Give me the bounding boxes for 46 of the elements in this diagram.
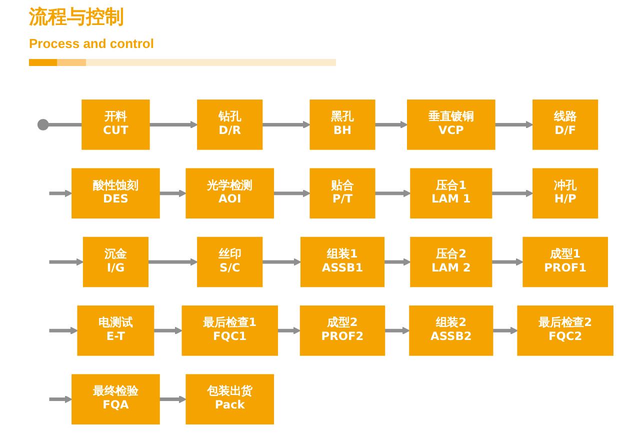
process-step: 冲孔 H/P xyxy=(532,168,598,218)
arrow xyxy=(159,190,186,198)
process-step: 黑孔 BH xyxy=(310,100,376,150)
arrow xyxy=(492,190,534,198)
arrow xyxy=(49,190,72,198)
process-step: 电测试 E-T xyxy=(77,306,154,356)
arrow xyxy=(278,326,301,334)
process-step: 压合1 LAM 1 xyxy=(410,168,492,218)
process-step: 开料 CUT xyxy=(82,100,150,150)
process-step: 光学检测 AOI xyxy=(186,168,274,218)
process-step: 线路 D/F xyxy=(532,100,598,150)
title: 流程与控制 xyxy=(29,6,124,30)
arrow xyxy=(262,258,302,266)
process-step: 垂直镀铜 VCP xyxy=(407,100,496,150)
arrow xyxy=(148,258,198,266)
arrow xyxy=(374,190,411,198)
arrow xyxy=(149,120,198,129)
process-step: 组装2 ASSB2 xyxy=(409,306,494,356)
process-step: 酸性蚀刻 DES xyxy=(72,168,160,218)
arrow xyxy=(492,258,524,266)
process-step: 压合2 LAM 2 xyxy=(410,236,492,288)
arrow xyxy=(159,395,186,404)
arrow xyxy=(374,120,408,129)
process-step: 最后检查1 FQC1 xyxy=(182,306,278,356)
start-circle xyxy=(37,119,49,130)
arrow xyxy=(494,120,534,129)
process-step: 最后检查2 FQC2 xyxy=(517,306,614,356)
process-step: 丝印 S/C xyxy=(197,236,263,288)
arrow xyxy=(49,258,84,266)
arrow xyxy=(492,326,518,334)
arrow xyxy=(384,326,410,334)
arrow xyxy=(49,395,72,404)
arrow xyxy=(154,326,183,334)
process-step: 贴合 P/T xyxy=(310,168,376,218)
process-step: 组装1 ASSB1 xyxy=(300,236,385,288)
process-step: 沉金 I/G xyxy=(82,236,148,288)
process-step: 钻孔 D/R xyxy=(197,100,263,150)
arrow xyxy=(49,326,78,334)
arrow xyxy=(384,258,411,266)
process-step: 成型1 PROF1 xyxy=(522,236,608,288)
process-step: 成型2 PROF2 xyxy=(300,306,386,356)
arrow xyxy=(262,120,310,129)
process-step: 包装出货 Pack xyxy=(186,374,274,424)
process-step: 最终检验 FQA xyxy=(72,374,160,424)
arrow xyxy=(274,190,310,198)
subtitle: Process and control xyxy=(29,36,154,52)
